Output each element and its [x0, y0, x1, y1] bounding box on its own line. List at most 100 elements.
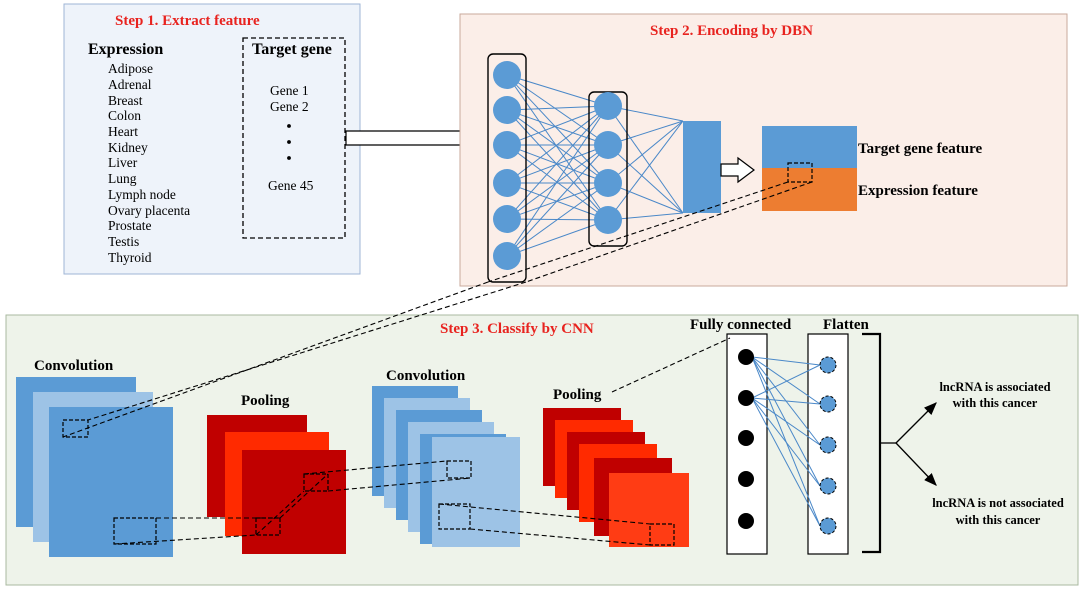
- dbn-edge: [506, 74, 609, 221]
- dbn-code-layer: [683, 121, 721, 213]
- fc-node: [738, 349, 754, 365]
- expression-feature-block: [762, 168, 857, 211]
- pool-map: [609, 473, 689, 547]
- dbn-edge: [506, 109, 609, 146]
- dbn-edge: [506, 105, 609, 184]
- dbn-node: [493, 242, 521, 270]
- conv-crop-box: [446, 460, 472, 479]
- dbn-layer1-box: [487, 53, 527, 283]
- ellipsis-dot: [287, 124, 291, 128]
- output-not-associated-line2: with this cancer: [956, 513, 1041, 527]
- dbn-edge: [506, 74, 609, 184]
- target-gene-header: Target gene: [252, 41, 332, 58]
- tissue-list: Adipose Adrenal Breast Colon Heart Kidne…: [108, 61, 190, 265]
- gene-item: Gene 1: [270, 83, 309, 98]
- dbn-node: [594, 131, 622, 159]
- projection-lines: [62, 181, 813, 546]
- fc-node: [738, 513, 754, 529]
- dbn-node: [594, 92, 622, 120]
- dbn-edge: [506, 144, 609, 257]
- pool-kernel-box: [649, 523, 675, 546]
- projection-line: [62, 281, 489, 438]
- target-gene-feature-label: Target gene feature: [858, 141, 982, 157]
- dbn-edge: [506, 144, 609, 184]
- fc-nodes: [738, 349, 837, 535]
- tissue-item: Lung: [108, 171, 137, 186]
- arrow-associated: [895, 402, 937, 444]
- tissue-item: Adrenal: [108, 77, 152, 92]
- output-associated-line2: with this cancer: [953, 396, 1038, 410]
- tissue-item: Adipose: [108, 61, 153, 76]
- fc-edge: [751, 397, 821, 487]
- tissue-item: Prostate: [108, 218, 152, 233]
- fc-edge: [751, 364, 821, 399]
- dbn-edge: [506, 182, 609, 257]
- flatten-node: [819, 356, 837, 374]
- conv-kernel-box: [113, 517, 157, 545]
- pool-map: [242, 450, 346, 554]
- fc-node: [738, 430, 754, 446]
- dbn-edge: [607, 105, 684, 214]
- dbn-connections: [506, 74, 684, 257]
- dbn-edge: [506, 144, 609, 220]
- step2-title: Step 2. Encoding by DBN: [650, 23, 813, 39]
- feature-crop-box: [787, 162, 813, 183]
- flatten-node: [819, 517, 837, 535]
- output-associated-line1: lncRNA is associated: [939, 380, 1050, 394]
- tissue-item: Breast: [108, 93, 143, 108]
- arrow-not-associated: [895, 442, 937, 486]
- conv-map: [432, 437, 520, 547]
- dbn-edge: [506, 74, 609, 107]
- dbn-edge: [607, 120, 684, 184]
- convolution-label-1: Convolution: [34, 358, 114, 374]
- fc-edge: [751, 356, 821, 366]
- dbn-edge: [506, 219, 609, 257]
- fc-node: [738, 390, 754, 406]
- dbn-node: [493, 169, 521, 197]
- tissue-item: Kidney: [108, 140, 148, 155]
- gene-item: Gene 2: [270, 99, 309, 114]
- tissue-item: Lymph node: [108, 187, 176, 202]
- projection-line: [611, 337, 731, 393]
- projection-line: [279, 473, 329, 519]
- dbn-edge: [506, 105, 609, 257]
- tissue-item: Thyroid: [108, 250, 152, 265]
- fc-edge: [751, 356, 821, 405]
- projection-line: [525, 181, 813, 283]
- ellipsis-dot: [287, 140, 291, 144]
- fc-edge: [751, 397, 821, 446]
- pooling-label-1: Pooling: [241, 393, 290, 409]
- step2-panel: Step 2. Encoding by DBN Target gene feat…: [459, 13, 1068, 287]
- projection-line: [438, 503, 651, 525]
- expression-header: Expression: [88, 41, 163, 58]
- step3-title: Step 3. Classify by CNN: [440, 321, 594, 337]
- tissue-item: Liver: [108, 155, 138, 170]
- fully-connected-label: Fully connected: [690, 317, 792, 333]
- tissue-item: Colon: [108, 108, 141, 123]
- projection-line: [255, 490, 305, 536]
- conv-kernel-box: [438, 503, 471, 530]
- flatten-node: [819, 395, 837, 413]
- flatten-node: [819, 477, 837, 495]
- dbn-edge: [607, 120, 684, 221]
- expression-feature-label: Expression feature: [858, 183, 978, 199]
- dbn-edge: [506, 74, 609, 146]
- dbn-edge: [506, 109, 609, 184]
- pool-kernel-box: [303, 473, 329, 492]
- conv-crop-box: [62, 419, 89, 438]
- dbn-node: [493, 205, 521, 233]
- step1-title: Step 1. Extract feature: [115, 13, 260, 29]
- flatten-node: [819, 436, 837, 454]
- tissue-item: Heart: [108, 124, 138, 139]
- step1-panel: Step 1. Extract feature Expression Adipo…: [63, 3, 361, 275]
- dbn-node: [493, 96, 521, 124]
- pooling-label-2: Pooling: [553, 387, 602, 403]
- dbn-node: [594, 206, 622, 234]
- ellipsis-dot: [287, 156, 291, 160]
- fc-edge: [751, 397, 821, 527]
- dbn-edge: [506, 105, 609, 220]
- output-not-associated-line1: lncRNA is not associated: [932, 496, 1064, 510]
- projection-line: [469, 528, 651, 546]
- dbn-node: [493, 131, 521, 159]
- dbn-edge: [506, 105, 609, 146]
